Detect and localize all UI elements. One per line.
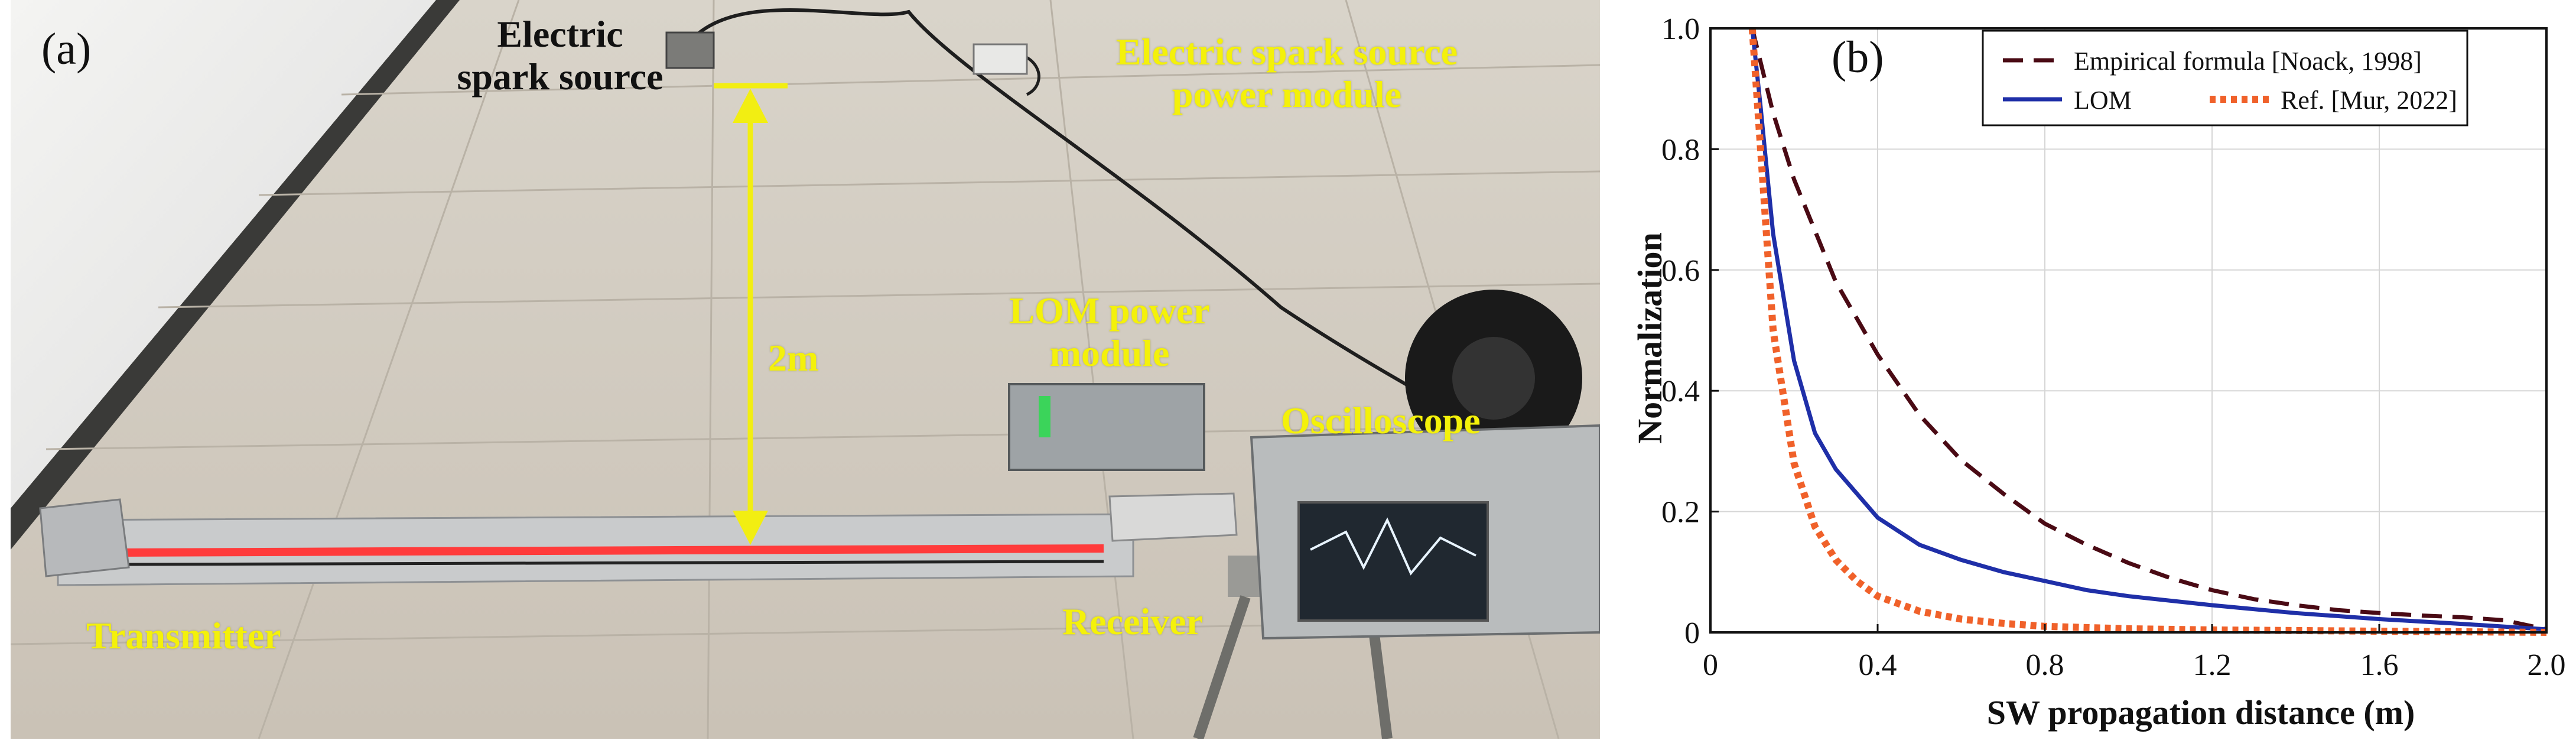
y-tick-label: 0 bbox=[1684, 616, 1700, 650]
lom-power-module-label: LOM power module bbox=[985, 290, 1234, 375]
spark-power-box bbox=[972, 43, 1028, 75]
panel-b-tag: (b) bbox=[1832, 33, 1884, 82]
x-tick-label: 0.4 bbox=[1859, 648, 1897, 682]
series-line-2 bbox=[1748, 28, 2547, 636]
lom-power-leds bbox=[1039, 396, 1050, 437]
receiver-label: Receiver bbox=[1062, 600, 1204, 642]
transmitter-label: Transmitter bbox=[86, 615, 281, 657]
x-tick-label: 1.6 bbox=[2360, 648, 2399, 682]
tick-labels: 0 0.4 0.8 1.2 1.6 2.0 0 0.2 0.4 0.6 0.8 1.0 bbox=[1661, 12, 2566, 682]
y-tick-label: 1.0 bbox=[1661, 12, 1700, 46]
legend: Empirical formula [Noack, 1998] LOM Ref. [… bbox=[1982, 30, 2468, 126]
y-tick-label: 0.2 bbox=[1661, 496, 1700, 530]
y-axis-title: Normalization bbox=[1631, 232, 1669, 444]
lom-power-label-line2: module bbox=[1049, 332, 1170, 374]
transmitter-unit bbox=[39, 498, 130, 577]
spark-source-label: Electric spark source bbox=[412, 13, 708, 98]
axes bbox=[1709, 27, 2548, 634]
plot-frame bbox=[1709, 27, 2548, 634]
series-line-1 bbox=[1750, 28, 2547, 632]
lom-power-box bbox=[1008, 383, 1205, 471]
distance-arrow bbox=[714, 83, 788, 545]
oscilloscope-label: Oscilloscope bbox=[1281, 400, 1481, 441]
laser-beam bbox=[119, 544, 1104, 557]
cable bbox=[695, 8, 1524, 451]
lom-power-label-line1: LOM power bbox=[1009, 290, 1210, 332]
legend-label-1: LOM bbox=[2074, 86, 2132, 115]
x-axis-title: SW propagation distance (m) bbox=[1987, 693, 2415, 732]
series-lines bbox=[1748, 28, 2547, 636]
spark-source-label-line1: Electric bbox=[497, 13, 623, 55]
x-tick-label: 0.8 bbox=[2026, 648, 2064, 682]
normalization-chart: 0 0.4 0.8 1.2 1.6 2.0 0 0.2 0.4 0.6 0.8 1.0 (b) Emp… bbox=[1595, 0, 2576, 750]
spark-power-module-label: Electric spark source power module bbox=[1074, 31, 1500, 116]
baseboard bbox=[11, 0, 460, 550]
spark-source-label-line2: spark source bbox=[457, 56, 663, 98]
experimental-setup-photo: (a) Electric spark source Electric spark… bbox=[11, 0, 1600, 739]
distance-label: 2m bbox=[768, 337, 819, 379]
receiver-unit bbox=[1108, 492, 1238, 542]
series-line-0 bbox=[1750, 28, 2547, 632]
spark-power-label-line2: power module bbox=[1172, 73, 1402, 115]
x-tick-label: 1.2 bbox=[2193, 648, 2232, 682]
x-tick-label: 2.0 bbox=[2528, 648, 2566, 682]
spark-power-label-line1: Electric spark source bbox=[1115, 31, 1458, 73]
oscilloscope-screen bbox=[1297, 501, 1489, 622]
photo-scene bbox=[11, 0, 1600, 739]
x-tick-label: 0 bbox=[1703, 648, 1718, 682]
legend-label-0: Empirical formula [Noack, 1998] bbox=[2074, 47, 2422, 76]
y-tick-label: 0.6 bbox=[1661, 254, 1700, 288]
y-tick-label: 0.4 bbox=[1661, 375, 1700, 408]
spark-source-box bbox=[665, 31, 715, 69]
chart-canvas: 0 0.4 0.8 1.2 1.6 2.0 0 0.2 0.4 0.6 0.8 1.0 (b) Emp… bbox=[1631, 12, 2566, 732]
panel-a-tag: (a) bbox=[41, 24, 92, 74]
y-tick-label: 0.8 bbox=[1661, 133, 1700, 167]
legend-box bbox=[1982, 30, 2468, 126]
legend-label-2: Ref. [Mur, 2022] bbox=[2281, 86, 2457, 115]
